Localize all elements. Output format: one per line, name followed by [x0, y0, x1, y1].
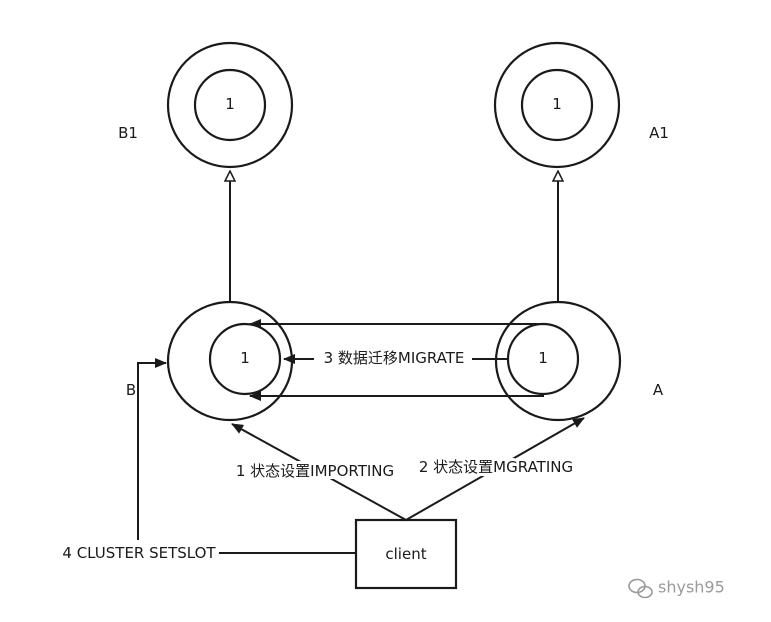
node-b1: 1 — [166, 41, 294, 169]
edge-migrate-top — [249, 319, 544, 329]
client-box — [354, 518, 458, 590]
node-a-label: A — [653, 381, 664, 399]
node-a1-label: A1 — [649, 124, 669, 142]
edge-migrate-bottom — [249, 391, 544, 401]
node-b-label: B — [126, 381, 136, 399]
watermark-text: shysh95 — [658, 578, 725, 597]
wechat-icon — [628, 578, 653, 599]
edge-setslot-label: 4 CLUSTER SETSLOT — [62, 544, 216, 562]
node-b1-slot-label: 1 — [225, 95, 235, 113]
edge-setslot-to-b — [137, 358, 167, 540]
node-a1-inner-slot — [520, 68, 594, 142]
edge-importing-label: 1 状态设置IMPORTING — [236, 462, 394, 480]
edge-migrating-label: 2 状态设置MGRATING — [419, 458, 573, 476]
node-b-inner-slot — [208, 322, 282, 396]
node-b1-label: B1 — [118, 124, 138, 142]
node-a1: 1 — [493, 41, 621, 169]
node-a1-slot-label: 1 — [552, 95, 562, 113]
node-b-slot-label: 1 — [240, 349, 250, 367]
edge-client-to-b — [231, 423, 407, 521]
edge-client-to-a — [405, 417, 585, 521]
client-label: client — [385, 545, 426, 563]
node-b1-inner-slot — [193, 68, 267, 142]
edge-migrate-label: 3 数据迁移MIGRATE — [324, 349, 465, 367]
node-a-inner-slot — [506, 322, 580, 396]
watermark: shysh95 — [628, 578, 725, 599]
node-a-slot-label: 1 — [538, 349, 548, 367]
